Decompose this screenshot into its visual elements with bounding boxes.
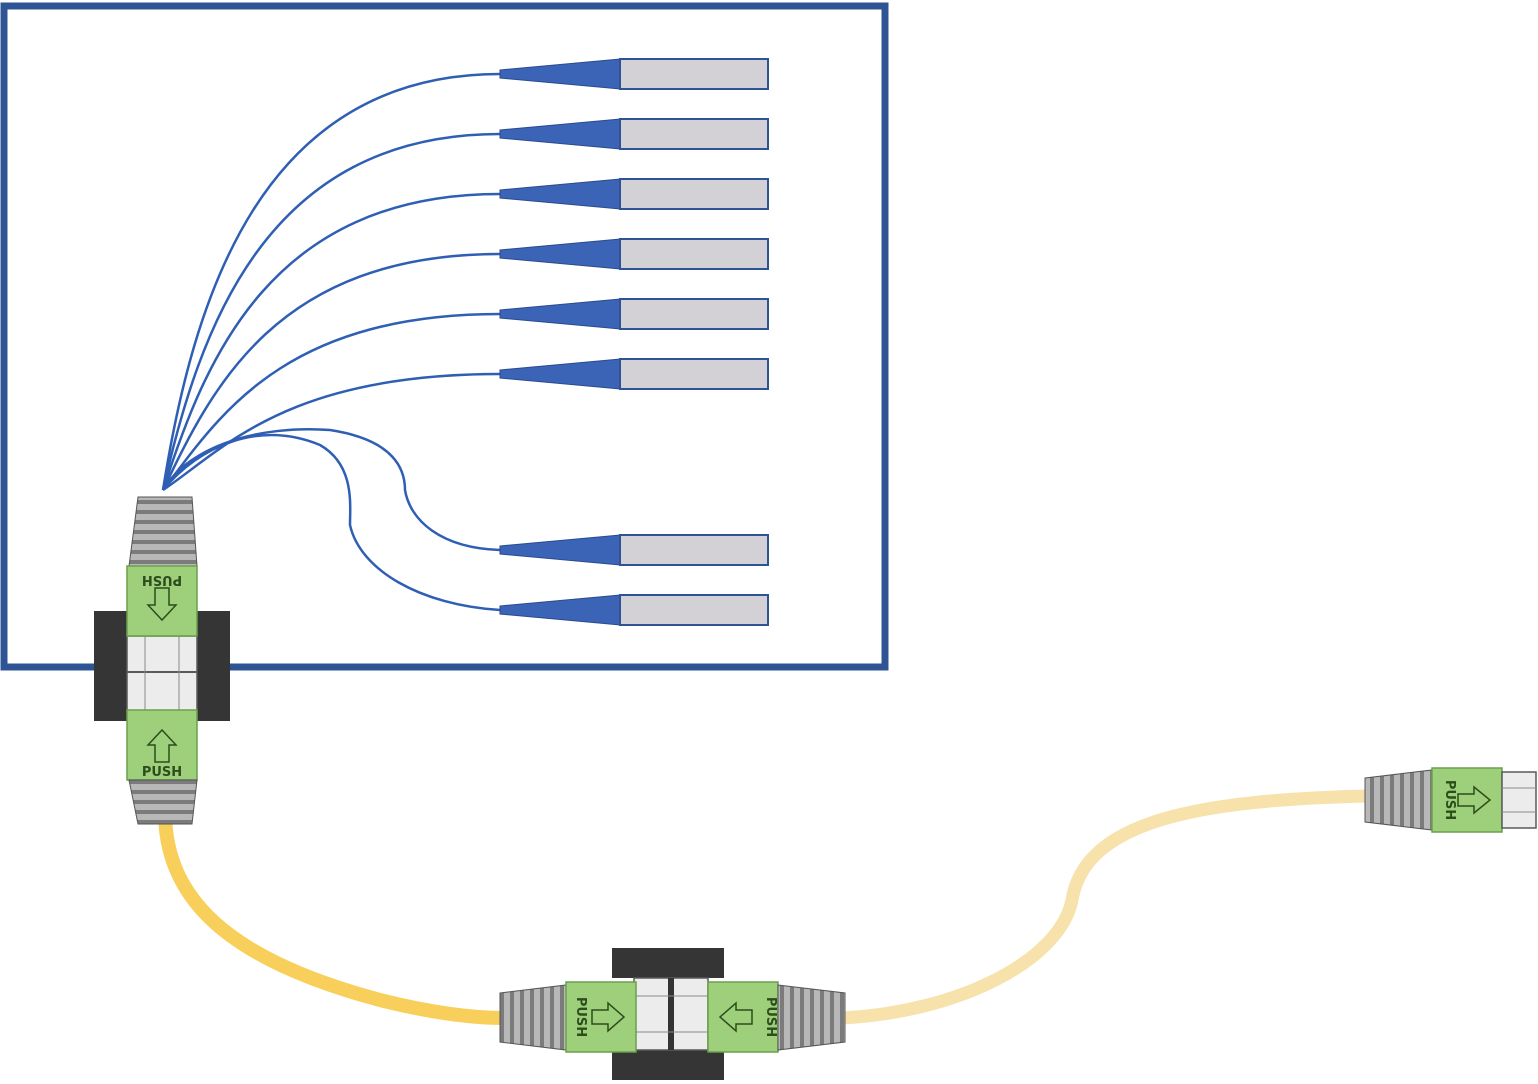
fiber-strand — [161, 428, 501, 552]
fiber-strand — [162, 433, 501, 612]
connector-boot-icon — [499, 984, 567, 1051]
push-label-far-end: PUSH — [1442, 780, 1457, 820]
lc-body — [619, 178, 769, 210]
fanout-fibers — [161, 72, 501, 612]
lc-body — [619, 534, 769, 566]
lc-connector — [499, 238, 769, 270]
push-label-lower: PUSH — [142, 765, 182, 780]
lc-connector — [499, 534, 769, 566]
lc-ferrule — [499, 118, 621, 150]
lc-body — [619, 358, 769, 390]
mpo-body-upper — [126, 565, 198, 637]
mpo-body-inline-left — [565, 981, 637, 1053]
lc-connector — [499, 594, 769, 626]
arrow-outline-icon — [718, 1001, 753, 1033]
lc-connector — [499, 58, 769, 90]
adapter-bracket-right — [197, 611, 230, 721]
lc-body — [619, 118, 769, 150]
adapter-body — [126, 635, 198, 715]
lc-connector — [499, 358, 769, 390]
mpo-connector-far-end: PUSH — [1364, 767, 1537, 833]
fiber-strand — [161, 72, 501, 491]
adapter-bracket-left — [94, 611, 127, 721]
mpo-connector-inline-right: PUSH — [707, 981, 846, 1053]
fiber-strand — [161, 132, 501, 491]
enclosure-box — [0, 2, 889, 671]
arrow-outline-icon — [591, 1001, 626, 1033]
trunk-cable-far — [835, 789, 1375, 1025]
connector-boot-icon — [1364, 769, 1433, 831]
lc-connector — [499, 178, 769, 210]
lc-connectors — [499, 58, 769, 626]
adapter-bracket-bottom — [612, 1050, 724, 1080]
connector-boot-icon — [128, 496, 198, 567]
lc-ferrule — [499, 58, 621, 90]
fiber-strand — [161, 192, 501, 491]
trunk-cable-near — [158, 805, 512, 1025]
mpo-connector-inline-left: PUSH — [499, 981, 637, 1053]
lc-body — [619, 58, 769, 90]
fiber-strand — [162, 372, 501, 492]
fiber-strand — [162, 312, 501, 491]
lc-ferrule — [499, 178, 621, 210]
lc-ferrule — [499, 298, 621, 330]
lc-ferrule — [499, 534, 621, 566]
lc-body — [619, 298, 769, 330]
lc-ferrule — [499, 358, 621, 390]
arrow-outline-icon — [146, 587, 178, 622]
connector-boot-icon — [777, 984, 846, 1051]
mpo-connector-lower: PUSH — [126, 709, 198, 825]
mpo-connector-upper: PUSH — [126, 496, 198, 637]
arrow-outline-icon — [1457, 785, 1492, 815]
fiber-strand — [161, 252, 501, 491]
push-label-upper: PUSH — [142, 572, 182, 587]
push-label-inline-left: PUSH — [573, 997, 588, 1037]
push-label-inline-right: PUSH — [763, 997, 778, 1037]
lc-body — [619, 238, 769, 270]
mpo-ferrule-far-end — [1501, 771, 1537, 829]
lc-ferrule — [499, 594, 621, 626]
mpo-body-lower — [126, 709, 198, 781]
connector-boot-icon — [128, 779, 198, 825]
lc-body — [619, 594, 769, 626]
lc-connector — [499, 298, 769, 330]
adapter-bracket-top — [612, 948, 724, 978]
panel-adapter — [94, 611, 230, 721]
lc-connector — [499, 118, 769, 150]
arrow-outline-icon — [146, 728, 178, 763]
lc-ferrule — [499, 238, 621, 270]
